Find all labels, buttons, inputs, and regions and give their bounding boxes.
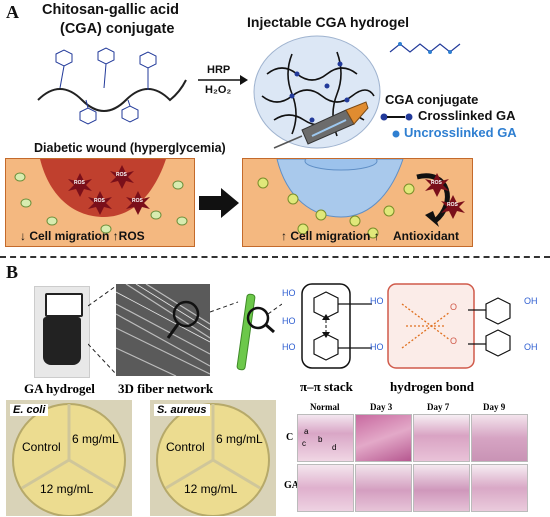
histo-cell-ga-day3 <box>355 464 412 512</box>
plate-organism-2: S. aureus <box>154 404 210 416</box>
histo-mark-d: d <box>332 443 337 452</box>
conjugate-title-line1: Chitosan-gallic acid <box>42 2 179 18</box>
plate-mid-1: 6 mg/mL <box>72 432 119 446</box>
histo-cell-ga-normal <box>297 464 354 512</box>
oh-label-5: HO <box>370 342 384 352</box>
diabetic-wound-box: ROS ROS ROS ROS ↓ Cell migration ↑ROS <box>5 158 195 247</box>
histo-cell-ga-day9 <box>471 464 528 512</box>
right-caption-antioxidant: Antioxidant <box>393 229 459 243</box>
ros-label-1: ROS <box>74 180 85 186</box>
uncrosslinked-dot-icon <box>392 130 400 138</box>
fiber-lines <box>116 284 210 376</box>
histo-row-1: GA <box>284 480 299 491</box>
histo-mark-a: a <box>304 427 309 436</box>
histo-cell-ga-day7 <box>413 464 470 512</box>
oh-label-2: HO <box>282 316 296 326</box>
left-caption: ↓ Cell migration ↑ROS <box>20 229 145 243</box>
vial-cap <box>45 293 83 317</box>
wound-title: Diabetic wound (hyperglycemia) <box>34 141 226 155</box>
treated-wound-box: ROS ROS ↑ Cell migration ↑ Antioxidant <box>242 158 473 247</box>
oh-label-6: OH <box>524 296 538 306</box>
hbond-caption: hydrogen bond <box>390 379 474 394</box>
o-label-2: O <box>450 336 458 346</box>
legend-uncrosslinked: Uncrosslinked GA <box>404 125 517 140</box>
histo-col-0: Normal <box>310 402 340 412</box>
reagent-hrp: HRP <box>207 64 231 76</box>
ros-label-6: ROS <box>447 202 458 208</box>
vial-body <box>43 317 81 365</box>
histo-cell-c-day3 <box>355 414 412 462</box>
legend-crosslinked: Crosslinked GA <box>418 108 516 123</box>
conjugate-chain-icon <box>389 42 461 54</box>
oh-label-1: HO <box>282 288 296 298</box>
sem-image <box>116 284 210 376</box>
ros-label-5: ROS <box>431 180 442 186</box>
plate-saureus: S. aureus Control 6 mg/mL 12 mg/mL <box>150 400 276 516</box>
plate-high-1: 12 mg/mL <box>40 482 94 496</box>
plate-control-2: Control <box>166 440 205 454</box>
panel-divider <box>0 256 550 258</box>
histo-cell-c-day9 <box>471 414 528 462</box>
transition-arrow <box>199 188 239 218</box>
hydrogel-fill <box>257 159 465 239</box>
o-label-1: O <box>450 302 458 312</box>
ros-label-2: ROS <box>116 172 127 178</box>
histo-row-0: C <box>286 432 294 443</box>
plate-ecoli: E. coli Control 6 mg/mL 12 mg/mL <box>6 400 132 516</box>
syringe-icon <box>273 101 369 149</box>
gel-photo <box>34 286 90 378</box>
ros-label-3: ROS <box>132 198 143 204</box>
plate-high-2: 12 mg/mL <box>184 482 238 496</box>
stack-caption: π–π stack <box>300 379 353 394</box>
panel-label-a: A <box>6 2 19 22</box>
oh-label-4: HO <box>370 296 384 306</box>
wound-bed <box>14 159 188 234</box>
plate-dish <box>12 403 126 516</box>
hydrogel-title: Injectable CGA hydrogel <box>247 14 410 30</box>
histo-col-3: Day 9 <box>483 402 506 412</box>
conjugate-title-line2: (CGA) conjugate <box>60 21 175 37</box>
gel-caption: GA hydrogel <box>24 381 95 396</box>
reaction-arrow <box>198 75 248 85</box>
crosslink-icon <box>380 113 413 121</box>
legend-conjugate: CGA conjugate <box>385 92 479 107</box>
histo-cell-c-normal: a b c d <box>297 414 354 462</box>
single-fiber <box>210 293 282 371</box>
conjugate-structure <box>37 47 187 125</box>
molecular-interactions <box>301 283 511 369</box>
oh-label-3: HO <box>282 342 296 352</box>
panel-a: A Chitosan-gallic acid (CGA) conjugate I… <box>0 0 550 250</box>
oh-label-7: OH <box>524 342 538 352</box>
histo-col-1: Day 3 <box>370 402 393 412</box>
panel-label-b: B <box>6 262 19 282</box>
right-caption-migration: ↑ Cell migration ↑ <box>281 229 380 243</box>
panel-b: B GA hydrogel 3D fiber network <box>0 262 550 517</box>
zoom-lines-1 <box>88 285 117 375</box>
plate-organism-1: E. coli <box>10 404 49 416</box>
histo-cell-c-day7 <box>413 414 470 462</box>
reagent-h2o2: H₂O₂ <box>205 84 232 96</box>
histo-col-2: Day 7 <box>427 402 450 412</box>
fiber-caption: 3D fiber network <box>118 381 214 396</box>
plate-dish <box>156 403 270 516</box>
plate-mid-2: 6 mg/mL <box>216 432 263 446</box>
histo-mark-b: b <box>318 435 323 444</box>
ros-label-4: ROS <box>94 198 105 204</box>
plate-control-1: Control <box>22 440 61 454</box>
histo-mark-c: c <box>302 439 306 448</box>
